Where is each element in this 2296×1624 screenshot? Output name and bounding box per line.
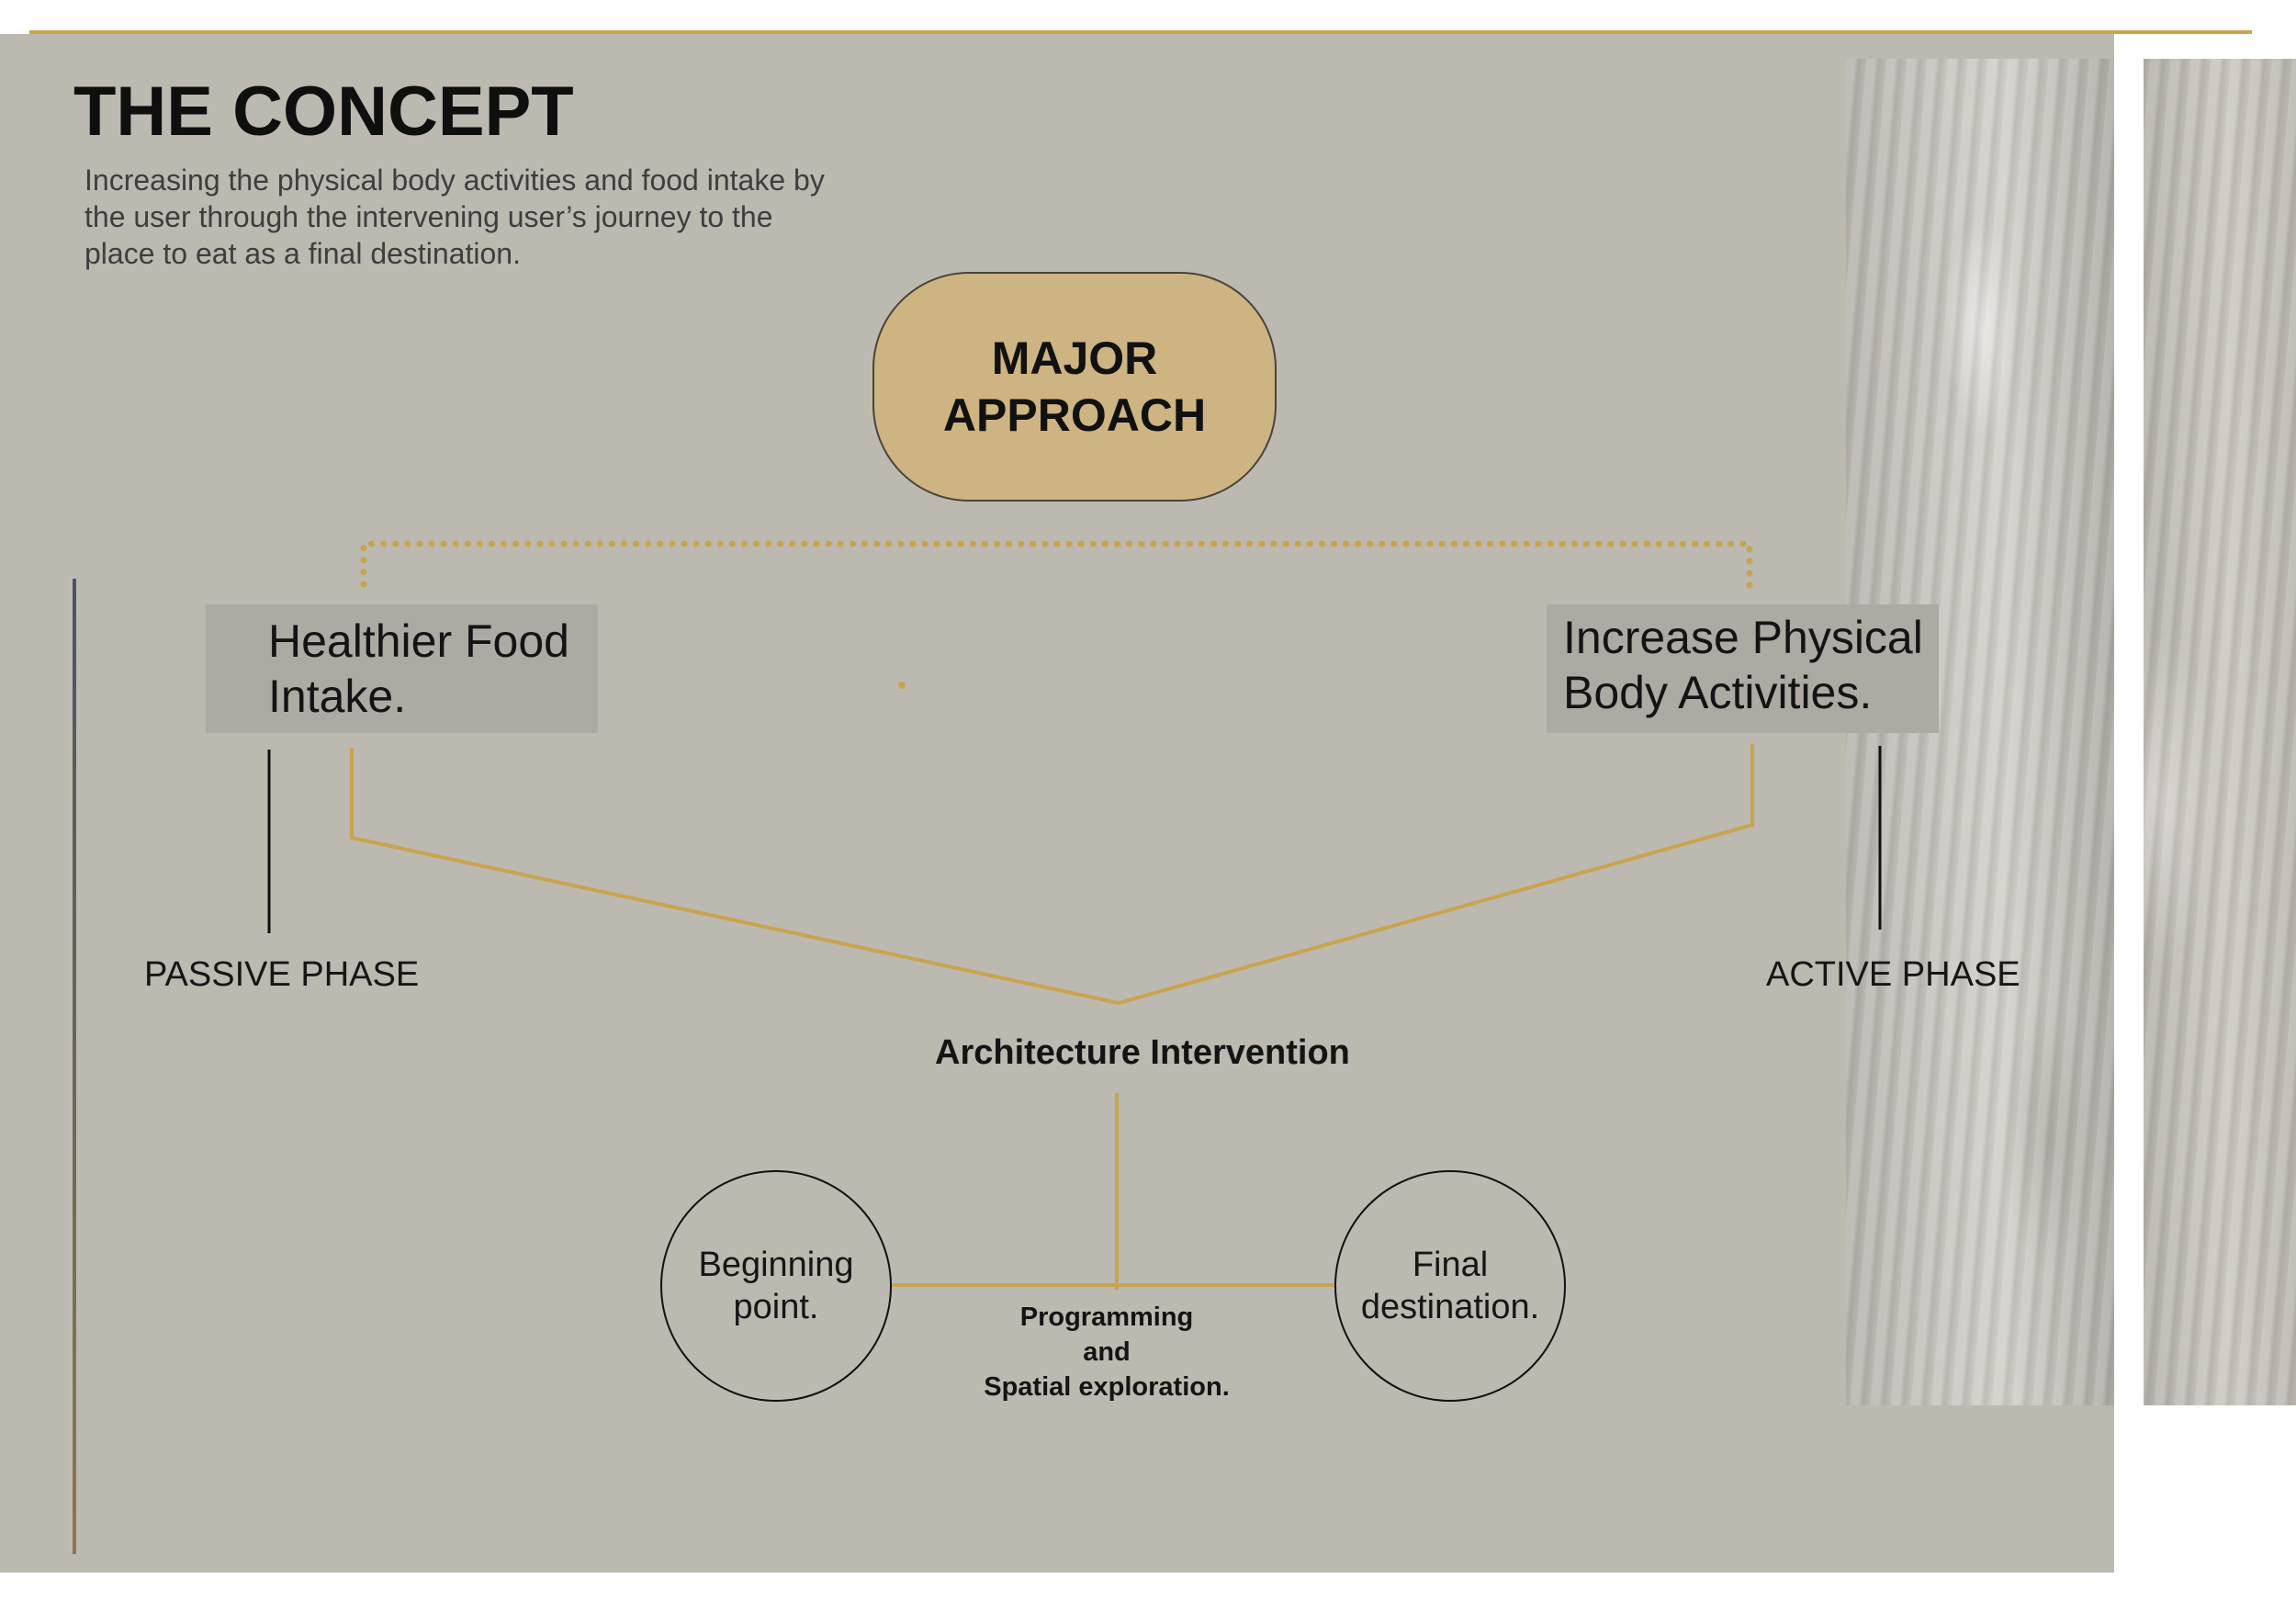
- programming-label: Programming and Spatial exploration.: [955, 1300, 1258, 1404]
- left-accent-line: [73, 579, 76, 1554]
- programming-line-2: and: [1083, 1337, 1131, 1367]
- beginning-point-label: Beginning point.: [698, 1246, 854, 1326]
- major-approach-label: MAJOR APPROACH: [942, 333, 1207, 441]
- active-phase-label: ACTIVE PHASE: [1766, 955, 2020, 994]
- top-accent-rule: [29, 30, 2252, 34]
- stray-dot: [898, 682, 906, 689]
- healthier-food-box: Healthier Food Intake.: [206, 604, 598, 733]
- page-title: THE CONCEPT: [73, 73, 574, 151]
- architecture-intervention-label: Architecture Intervention: [935, 1033, 1350, 1072]
- intro-text: Increasing the physical body activities …: [84, 164, 825, 270]
- beginning-point-node: Beginning point.: [660, 1170, 892, 1402]
- programming-line-1: Programming: [1019, 1303, 1194, 1332]
- healthier-food-label: Healthier Food Intake.: [268, 615, 569, 722]
- panel-edge-gap: [2114, 59, 2144, 1405]
- programming-line-3: Spatial exploration.: [984, 1372, 1230, 1402]
- physical-activity-label: Increase Physical Body Activities.: [1563, 612, 1923, 718]
- right-converging-line: [1118, 744, 1754, 1005]
- major-approach-node: MAJOR APPROACH: [872, 272, 1277, 502]
- final-destination-label: Final destination.: [1360, 1246, 1540, 1326]
- left-converging-line: [350, 748, 1120, 1005]
- passive-phase-label: PASSIVE PHASE: [144, 955, 420, 994]
- dotted-branch-connector: [360, 540, 1753, 590]
- final-destination-node: Final destination.: [1334, 1170, 1566, 1402]
- physical-activity-box: Increase Physical Body Activities.: [1547, 604, 1939, 733]
